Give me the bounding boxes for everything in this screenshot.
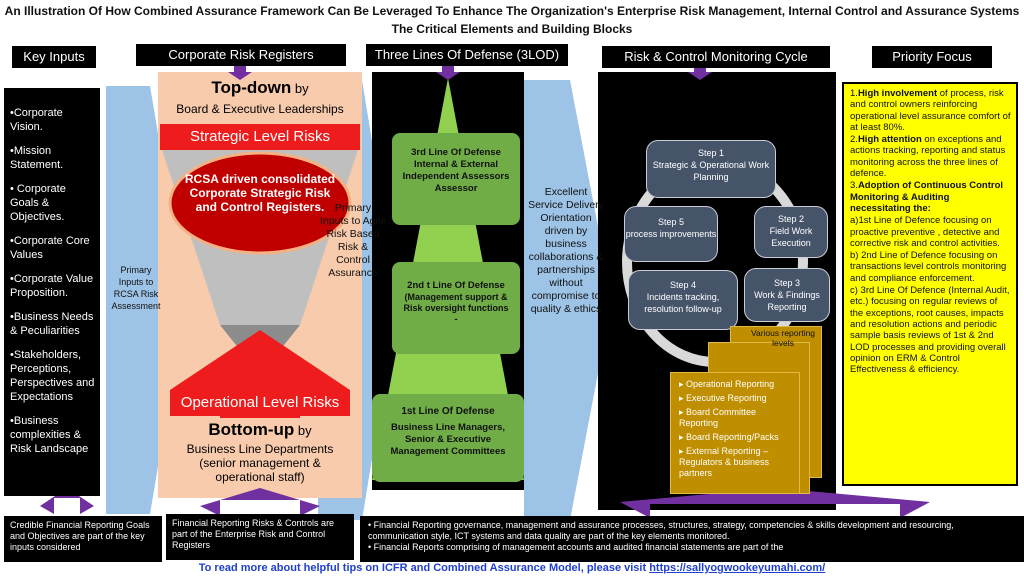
- footer-link[interactable]: https://sallyogwookeyumahi.com/: [649, 562, 826, 574]
- first-line-box: 1st Line Of Defense Business Line Manage…: [372, 394, 524, 482]
- report-item: ▸ Executive Reporting: [679, 393, 767, 403]
- step-3-box: Step 3 Work & Findings Reporting: [744, 268, 830, 322]
- purple-arrow-1: [40, 488, 94, 514]
- corporate-risk-header: Corporate Risk Registers: [136, 44, 346, 66]
- priority-focus-box: 1.High involvement of process, risk and …: [842, 82, 1018, 486]
- monitoring-cycle-header: Risk & Control Monitoring Cycle: [602, 46, 830, 68]
- reporting-levels-label: Various reporting levels: [750, 328, 816, 348]
- purple-arrow-2: [200, 488, 320, 516]
- top-down-bold: Top-down: [211, 78, 292, 97]
- second-line-dash: -: [454, 314, 458, 324]
- second-line-box: 2nd t Line Of Defense (Management suppor…: [392, 262, 520, 354]
- second-line-sub: (Management support & Risk oversight fun…: [403, 292, 509, 313]
- footer-text: To read more about helpful tips on ICFR …: [198, 562, 650, 574]
- report-item: ▸ Board Reporting/Packs: [679, 432, 779, 442]
- key-input-item: •Corporate Vision.: [10, 107, 63, 133]
- priority-sub-c: c) 3rd Line Of Defence (Internal Audit, …: [850, 285, 1010, 376]
- step-5-box: Step 5 process improvements: [624, 206, 718, 262]
- bottom-up-sub: Business Line Departments (senior manage…: [186, 442, 334, 484]
- report-item: ▸ Operational Reporting: [679, 379, 775, 389]
- footer: To read more about helpful tips on ICFR …: [0, 562, 1024, 574]
- bottom-bullet-2: • Financial Reports comprising of manage…: [368, 542, 784, 552]
- step-1-box: Step 1 Strategic & Operational Work Plan…: [646, 140, 776, 198]
- bottom-box-key-inputs: Credible Financial Reporting Goals and O…: [4, 516, 162, 562]
- bottom-up-by: by: [294, 423, 312, 438]
- rcsa-inputs-label: Primary Inputs to RCSA Risk Assessment: [111, 265, 161, 311]
- priority-sub-b: b) 2nd Line of Defence focusing on trans…: [850, 250, 1007, 284]
- key-input-item: •Business complexities & Risk Landscape: [10, 415, 89, 455]
- report-item: ▸ External Reporting – Regulators & busi…: [679, 446, 770, 478]
- bottom-box-monitoring: • Financial Reporting governance, manage…: [360, 516, 1024, 562]
- top-down-sub: Board & Executive Leaderships: [176, 102, 344, 116]
- step-2-box: Step 2 Field Work Execution: [754, 206, 828, 258]
- key-input-item: •Stakeholders, Perceptions, Perspectives…: [10, 349, 95, 403]
- reports-list: ▸ Operational Reporting ▸ Executive Repo…: [670, 372, 800, 494]
- first-line-sub: Business Line Managers, Senior & Executi…: [390, 422, 506, 457]
- priority-item-3: 3.Adoption of Continuous Control Monitor…: [850, 180, 1004, 214]
- third-line-box: 3rd Line Of Defense Internal & External …: [392, 133, 520, 225]
- priority-focus-header: Priority Focus: [872, 46, 992, 68]
- header-arrow-1: [228, 66, 252, 80]
- report-item: ▸ Board Committee Reporting: [679, 407, 757, 428]
- key-input-item: •Corporate Core Values: [10, 235, 90, 261]
- first-line-title: 1st Line Of Defense: [401, 406, 495, 417]
- rcsa-registers-text: RCSA driven consolidated Corporate Strat…: [184, 172, 336, 214]
- diagram-title: An Illustration Of How Combined Assuranc…: [4, 4, 1020, 18]
- bottom-up-bold: Bottom-up: [208, 420, 295, 439]
- service-label: Excellent Service Delivery Orientation d…: [528, 186, 604, 315]
- step-4-box: Step 4 Incidents tracking, resolution fo…: [628, 270, 738, 330]
- key-input-item: •Corporate Value Proposition.: [10, 273, 94, 299]
- operational-risks-banner: Operational Level Risks: [170, 390, 350, 416]
- bottom-bullet-1: • Financial Reporting governance, manage…: [368, 520, 954, 541]
- top-down-by: by: [291, 81, 309, 96]
- bottom-box-registers: Financial Reporting Risks & Controls are…: [166, 514, 354, 560]
- second-line-title: 2nd t Line Of Defense: [407, 280, 505, 291]
- header-arrow-3: [688, 66, 712, 80]
- third-line-text: 3rd Line Of Defense Internal & External …: [402, 147, 510, 194]
- rcsa-ellipse: [168, 151, 352, 255]
- key-input-item: • Corporate Goals & Objectives.: [10, 183, 66, 223]
- key-inputs-list: •Corporate Vision. •Mission Statement. •…: [4, 88, 100, 496]
- priority-sub-a: a)1st Line of Defence focusing on proact…: [850, 215, 1000, 249]
- bottom-up-arrow: [170, 330, 350, 418]
- key-input-item: •Mission Statement.: [10, 145, 64, 171]
- key-inputs-header: Key Inputs: [12, 46, 96, 68]
- purple-arrow-3: [620, 488, 930, 518]
- bottom-up-heading: Bottom-up by: [160, 420, 360, 440]
- top-down-heading: Top-down by: [160, 78, 360, 98]
- priority-item-1: 1.High involvement of process, risk and …: [850, 88, 1011, 133]
- three-lines-header: Three Lines Of Defense (3LOD): [366, 44, 568, 66]
- header-arrow-2: [436, 66, 460, 80]
- strategic-risks-banner: Strategic Level Risks: [160, 124, 360, 150]
- service-arrow: [524, 80, 612, 520]
- key-input-item: •Business Needs & Peculiarities: [10, 311, 94, 337]
- agile-inputs-label: Primary Inputs to Agile Risk Based Risk …: [320, 202, 386, 279]
- diagram-subtitle: The Critical Elements and Building Block…: [391, 22, 633, 36]
- priority-item-2: 2.High attention on exceptions and actio…: [850, 134, 1006, 180]
